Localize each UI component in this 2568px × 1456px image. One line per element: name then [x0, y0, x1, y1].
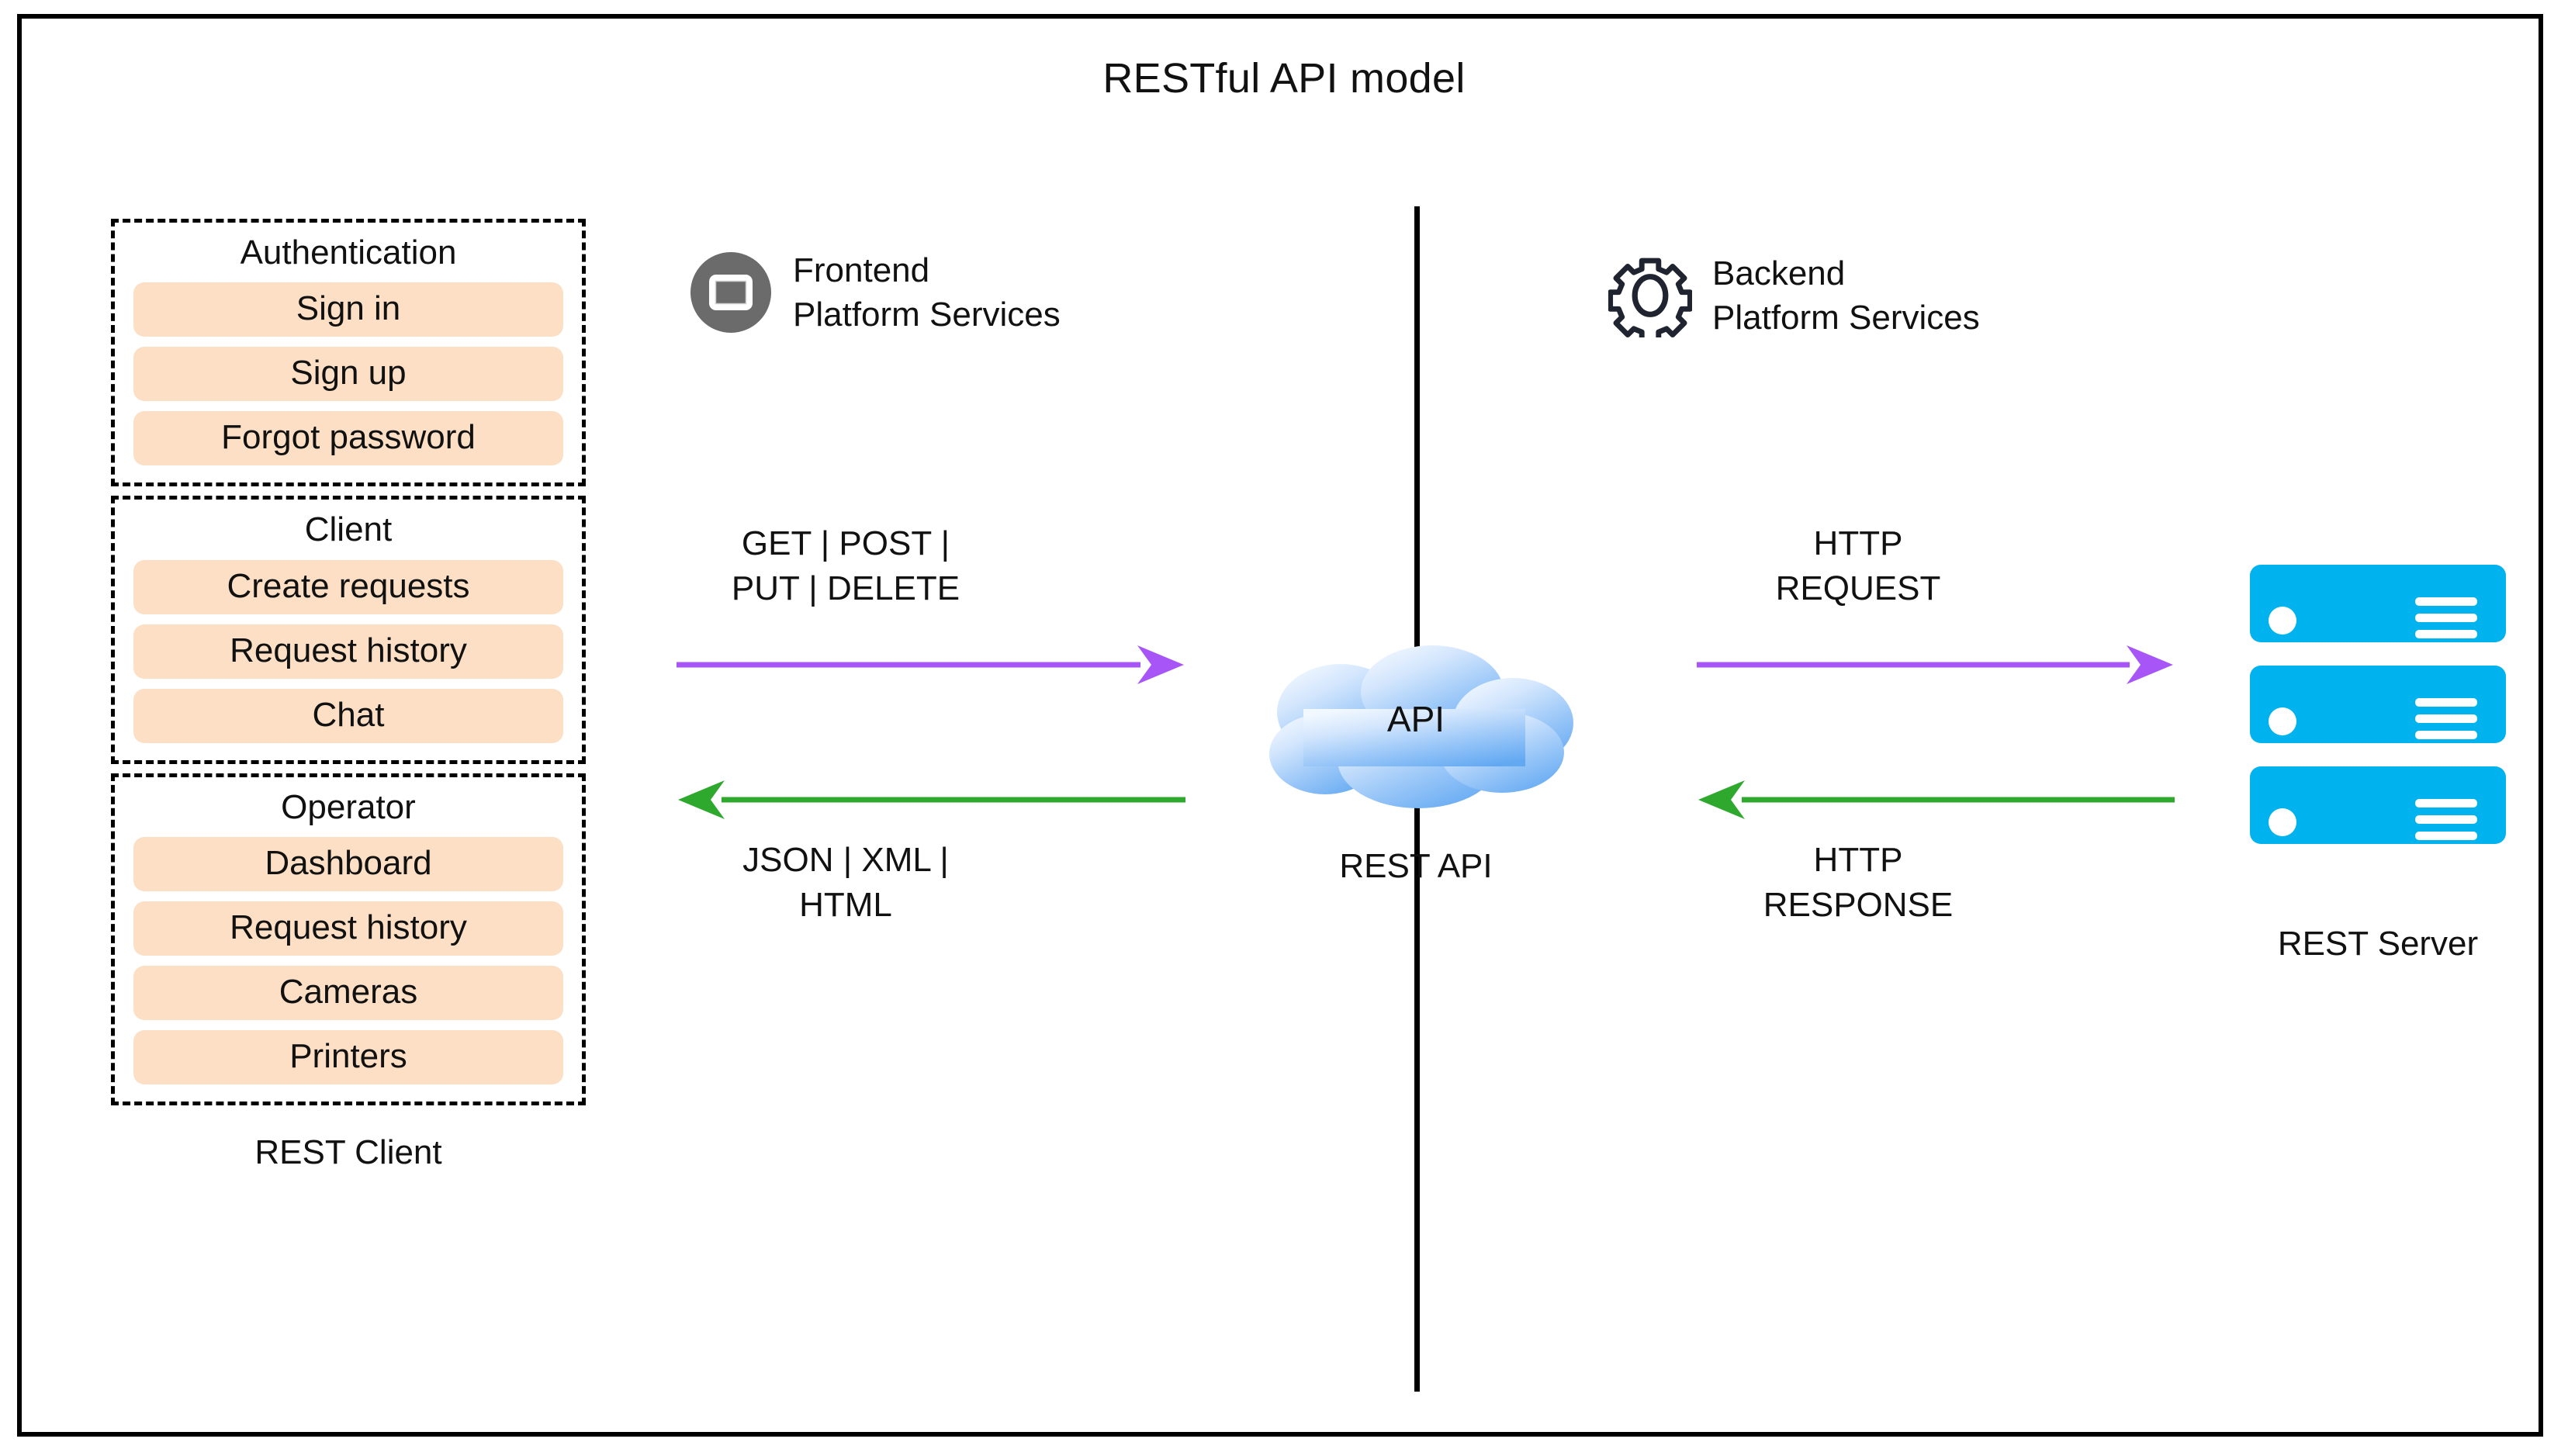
group-item-dashboard[interactable]: Dashboard	[133, 836, 563, 891]
api-cloud: API	[1241, 638, 1590, 832]
frontend-platform-services: Frontend Platform Services	[689, 248, 1061, 337]
group-item-forgot-password[interactable]: Forgot password	[133, 411, 563, 466]
server-unit	[2250, 766, 2506, 844]
group-item-sign-in[interactable]: Sign in	[133, 282, 563, 337]
server-response-arrow	[1698, 780, 2175, 819]
group-item-sign-up[interactable]: Sign up	[133, 347, 563, 402]
backend-platform-services-label: Backend Platform Services	[1712, 254, 1980, 337]
group-item-request-history-client[interactable]: Request history	[133, 624, 563, 679]
client-request-arrow	[677, 645, 1184, 684]
rest-client-caption: REST Client	[254, 1133, 442, 1171]
server-unit	[2250, 565, 2506, 642]
client-response-arrow	[678, 780, 1185, 819]
rest-server-icon	[2250, 565, 2506, 844]
group-item-chat[interactable]: Chat	[133, 688, 563, 743]
monitor-icon	[690, 252, 771, 334]
client-request-label: GET | POST | PUT | DELETE	[731, 524, 960, 607]
group-title-client: Client	[304, 510, 393, 549]
cloud-label: API	[1386, 699, 1445, 739]
group-title-operator: Operator	[281, 787, 416, 826]
server-response-label: HTTP RESPONSE	[1763, 841, 1954, 924]
group-operator: Operator Dashboard Request history Camer…	[111, 773, 586, 1105]
group-item-printers[interactable]: Printers	[133, 1029, 563, 1084]
server-unit	[2250, 666, 2506, 743]
group-authentication: Authentication Sign in Sign up Forgot pa…	[111, 219, 586, 487]
frontend-platform-services-label: Frontend Platform Services	[793, 251, 1061, 334]
backend-platform-services: Backend Platform Services	[1608, 251, 1980, 340]
page-title: RESTful API model	[1102, 55, 1466, 102]
cloud-shape	[1269, 645, 1573, 808]
client-response-label: JSON | XML | HTML	[742, 841, 949, 924]
group-title-authentication: Authentication	[240, 233, 457, 271]
group-item-cameras[interactable]: Cameras	[133, 965, 563, 1020]
group-item-create-requests[interactable]: Create requests	[133, 559, 563, 614]
server-request-arrow	[1697, 645, 2173, 684]
rest-server-caption: REST Server	[2277, 925, 2479, 963]
server-request-label: HTTP REQUEST	[1775, 524, 1941, 607]
server-rack-icon	[2250, 565, 2506, 844]
group-item-request-history-operator[interactable]: Request history	[133, 901, 563, 956]
group-client: Client Create requests Request history C…	[111, 496, 586, 764]
gear-icon	[1608, 258, 1692, 338]
rest-api-caption: REST API	[1339, 847, 1493, 885]
rest-client-column: Authentication Sign in Sign up Forgot pa…	[111, 219, 586, 1172]
